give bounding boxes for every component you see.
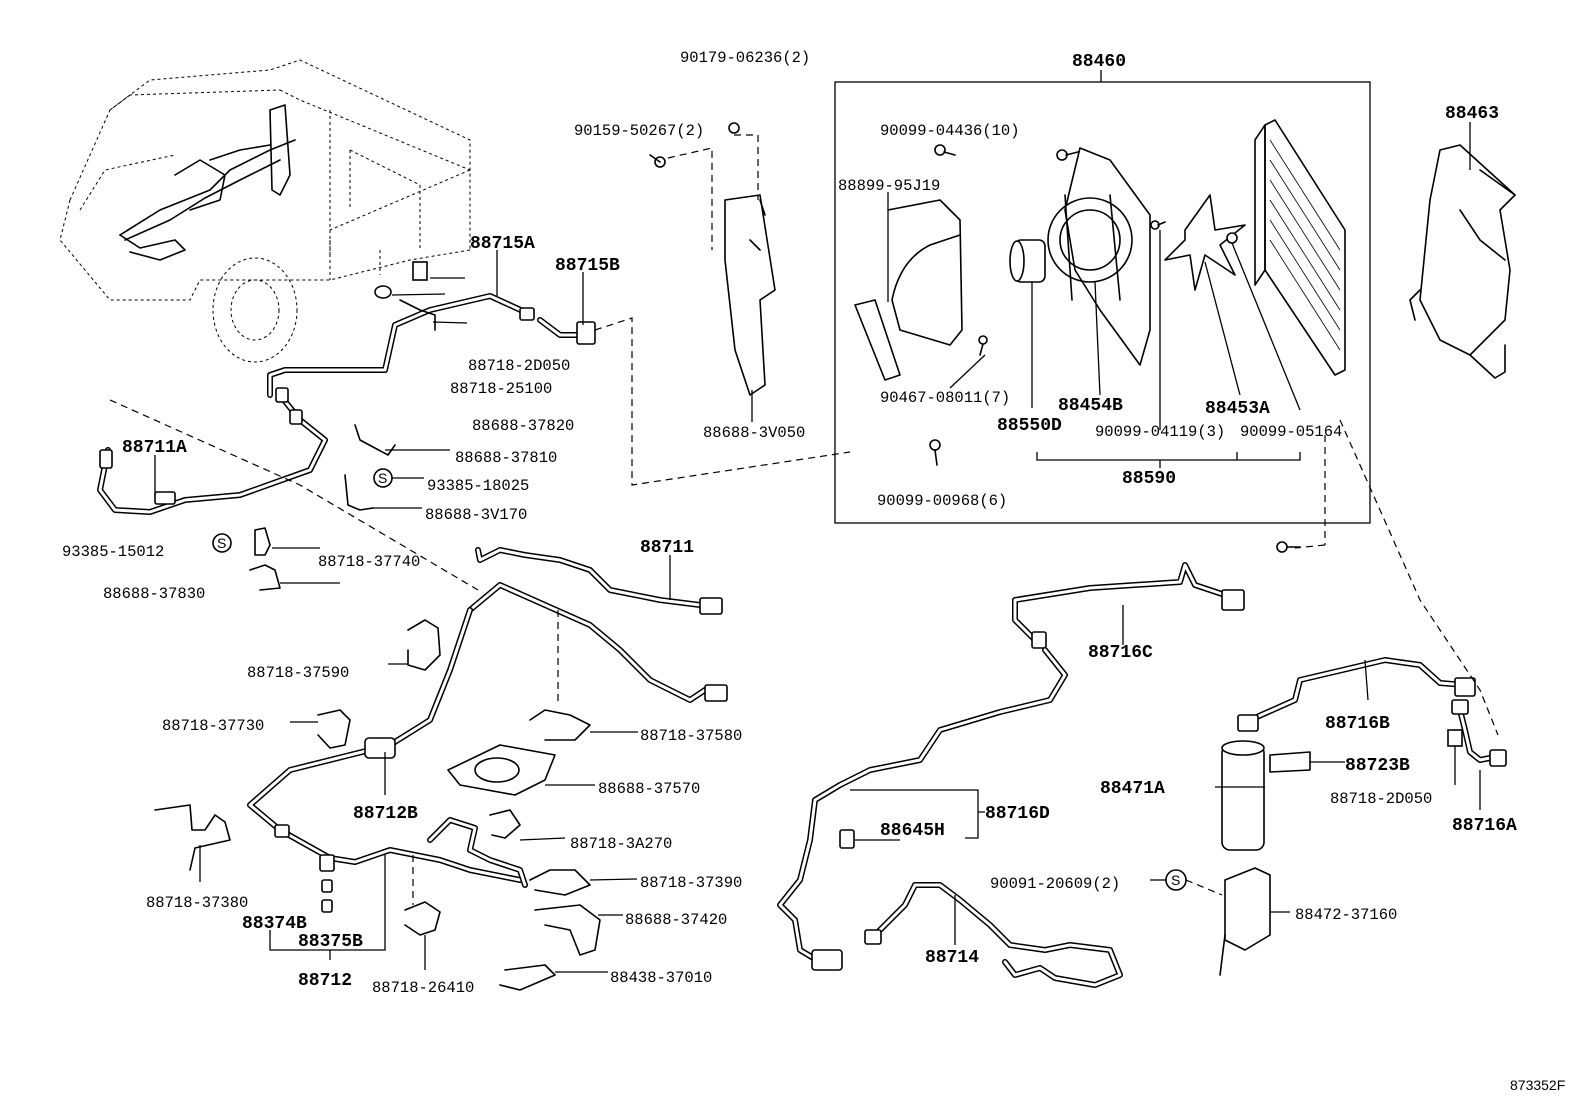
label-88716D: 88716D <box>985 804 1050 824</box>
svg-text:S: S <box>1171 872 1180 888</box>
label-90099-05164: 90099-05164 <box>1240 423 1342 441</box>
label-88718-37580: 88718-37580 <box>640 727 742 745</box>
label-88374B: 88374B <box>242 914 307 934</box>
label-88718-3A270: 88718-3A270 <box>570 835 672 853</box>
label-88645H: 88645H <box>880 821 945 841</box>
label-88472-37160: 88472-37160 <box>1295 906 1397 924</box>
label-88718-2D050-a: 88718-2D050 <box>468 357 570 375</box>
pipes-lower-left <box>247 547 728 888</box>
label-88711A: 88711A <box>122 438 187 458</box>
label-88718-37380: 88718-37380 <box>146 894 248 912</box>
label-88463: 88463 <box>1445 104 1499 124</box>
pipes-upper <box>97 250 851 591</box>
label-88590: 88590 <box>1122 469 1176 489</box>
label-90099-00968: 90099-00968(6) <box>877 492 1007 510</box>
clamp-icon <box>1447 729 1463 747</box>
label-88718-37590: 88718-37590 <box>247 664 349 682</box>
label-88716A: 88716A <box>1452 816 1517 836</box>
label-88714: 88714 <box>925 948 979 968</box>
group-box-88460 <box>834 81 1371 524</box>
nut-icon <box>728 122 740 134</box>
bolt-icon <box>1276 541 1301 553</box>
bracket-88688-3V050 <box>649 122 776 422</box>
label-88688-37830: 88688-37830 <box>103 585 205 603</box>
label-88688-37810: 88688-37810 <box>455 449 557 467</box>
clamps-lower-left <box>154 619 638 991</box>
label-88718-26410: 88718-26410 <box>372 979 474 997</box>
label-88471A: 88471A <box>1100 779 1165 799</box>
truck-illustration <box>59 59 471 363</box>
label-88718-37390: 88718-37390 <box>640 874 742 892</box>
label-88438-37010: 88438-37010 <box>610 969 712 987</box>
receiver-dryer <box>1221 744 1265 851</box>
label-90159-50267: 90159-50267(2) <box>574 122 704 140</box>
label-88688-37820: 88688-37820 <box>472 417 574 435</box>
label-88712B: 88712B <box>353 804 418 824</box>
label-88718-37740: 88718-37740 <box>318 553 420 571</box>
label-88718-25100: 88718-25100 <box>450 380 552 398</box>
label-88711: 88711 <box>640 538 694 558</box>
label-88715B: 88715B <box>555 256 620 276</box>
label-90099-04436: 90099-04436(10) <box>880 122 1020 140</box>
pipes-right: S <box>777 419 1507 988</box>
label-88712: 88712 <box>298 971 352 991</box>
label-88899-95J19: 88899-95J19 <box>838 177 940 195</box>
bolt-icon <box>649 154 666 168</box>
condenser-fan-group <box>834 70 1371 553</box>
label-88454B: 88454B <box>1058 396 1123 416</box>
bolt-icon <box>934 144 956 156</box>
bolt-icon <box>1226 232 1238 244</box>
part-labels: 90179-06236(2) 90159-50267(2) 88688-3V05… <box>62 49 1565 1093</box>
pressure-switch <box>839 829 855 849</box>
clamp-icon <box>412 261 428 281</box>
bolt-icon <box>978 335 988 356</box>
clamps-left: S S <box>212 261 468 591</box>
label-88688-37420: 88688-37420 <box>625 911 727 929</box>
s-mark-icon <box>212 533 232 553</box>
label-90467-08011: 90467-08011(7) <box>880 389 1010 407</box>
label-88718-37730: 88718-37730 <box>162 717 264 735</box>
label-88715A: 88715A <box>470 234 535 254</box>
label-90091-20609: 90091-20609(2) <box>990 875 1120 893</box>
label-88688-37570: 88688-37570 <box>598 780 700 798</box>
bracket-88463 <box>1409 122 1516 379</box>
label-88716B: 88716B <box>1325 714 1390 734</box>
svg-text:S: S <box>378 470 387 486</box>
label-90179-06236: 90179-06236(2) <box>680 49 810 67</box>
bolt-icon <box>929 439 941 466</box>
bolt-icon <box>1056 149 1079 161</box>
label-93385-18025: 93385-18025 <box>427 477 529 495</box>
label-88716C: 88716C <box>1088 643 1153 663</box>
label-88460: 88460 <box>1072 52 1126 72</box>
label-93385-15012: 93385-15012 <box>62 543 164 561</box>
label-88550D: 88550D <box>997 416 1062 436</box>
label-88688-3V050: 88688-3V050 <box>703 424 805 442</box>
label-88688-3V170: 88688-3V170 <box>425 506 527 524</box>
label-88453A: 88453A <box>1205 399 1270 419</box>
label-88718-2D050-b: 88718-2D050 <box>1330 790 1432 808</box>
bolt-icon <box>1150 220 1166 230</box>
svg-text:S: S <box>217 535 226 551</box>
label-88375B: 88375B <box>298 932 363 952</box>
label-90099-04119: 90099-04119(3) <box>1095 423 1225 441</box>
label-88723B: 88723B <box>1345 756 1410 776</box>
diagram-id: 873352F <box>1510 1077 1565 1093</box>
